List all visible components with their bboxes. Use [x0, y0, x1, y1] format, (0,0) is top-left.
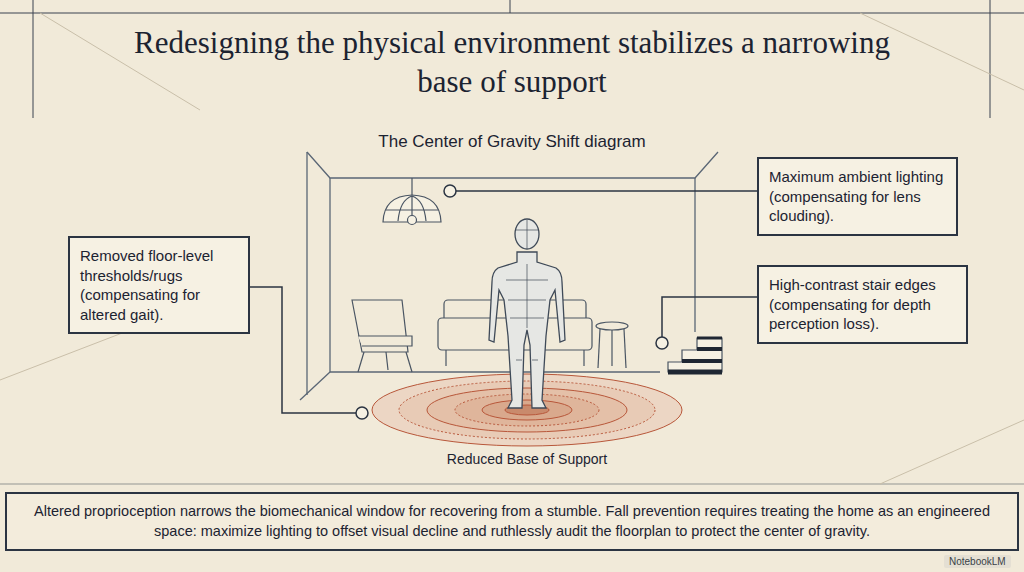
leader-lines-part: [250, 287, 356, 413]
side-table-part: [598, 329, 600, 368]
stairs-part: [668, 370, 722, 375]
room-outline-part: [307, 152, 718, 178]
side-table-part: [611, 330, 612, 366]
stairs: [668, 338, 722, 372]
sofa-part: [445, 350, 446, 366]
frame-lines: [0, 0, 1024, 484]
guide-lines-part: [880, 420, 1024, 484]
base-of-support-rings-part: [399, 381, 655, 439]
stairs-part: [697, 347, 722, 351]
base-of-support-rings-part: [372, 374, 682, 446]
diagram-subtitle: The Center of Gravity Shift diagram: [262, 132, 762, 152]
callout-text: Removed floor-level thresholds/rugs (com…: [80, 246, 238, 324]
pendant-lamp-part: [408, 216, 417, 225]
side-table: [596, 322, 628, 368]
room-outline-part: [300, 372, 330, 400]
callout-box: Removed floor-level thresholds/rugs (com…: [68, 236, 250, 334]
room-outline-part: [694, 178, 695, 332]
sofa-part: [583, 350, 584, 366]
leader-lines-part: [662, 297, 757, 337]
base-of-support-rings-part: [427, 388, 627, 432]
leader-dots-part: [656, 337, 668, 349]
frame-lines-part: [33, 0, 34, 118]
pendant-lamp-part: [411, 178, 412, 196]
frame-lines-part: [510, 0, 511, 13]
leader-dots-part: [356, 407, 368, 419]
side-table-part: [624, 329, 626, 368]
frame-lines-part: [0, 484, 1024, 485]
callout-text: Maximum ambient lighting (compensating f…: [769, 167, 946, 226]
frame-lines-part: [990, 0, 991, 118]
caption-text: Altered proprioception narrows the biome…: [34, 503, 990, 539]
armchair-part: [358, 352, 364, 372]
armchair: [352, 300, 412, 372]
stairs-part: [682, 359, 722, 363]
guide-lines: [0, 13, 1024, 484]
room-outline-part: [329, 178, 330, 372]
leader-lines: [250, 191, 757, 413]
room-outline-part: [330, 371, 660, 372]
base-of-support-rings: [372, 374, 682, 446]
caption-band: Altered proprioception narrows the biome…: [5, 492, 1019, 551]
base-of-support-rings-part: [455, 394, 599, 426]
armchair-part: [386, 352, 388, 370]
callout-box: High-contrast stair edges (compensating …: [757, 265, 968, 344]
callout-box: Maximum ambient lighting (compensating f…: [757, 157, 958, 236]
room-outline-part: [306, 152, 307, 395]
callout-text: High-contrast stair edges (compensating …: [769, 275, 956, 334]
stairs-part: [668, 338, 722, 372]
human-figure-part: [506, 220, 548, 360]
human-figure: [489, 219, 565, 408]
leader-lines-part: [456, 190, 757, 192]
frame-lines-part: [0, 13, 1024, 14]
region-label: Reduced Base of Support: [412, 451, 642, 467]
pendant-lamp: [383, 178, 441, 225]
base-of-support-rings-part: [482, 400, 572, 420]
armchair-part: [406, 352, 412, 372]
side-table-part: [596, 322, 628, 330]
stairs-part: [697, 337, 722, 340]
guide-lines-part: [0, 330, 130, 380]
leader-dots: [356, 185, 668, 419]
watermark: NotebookLM: [944, 555, 1011, 568]
armchair-part: [358, 336, 412, 346]
leader-dots-part: [444, 185, 456, 197]
page-title: Redesigning the physical environment sta…: [112, 24, 912, 102]
